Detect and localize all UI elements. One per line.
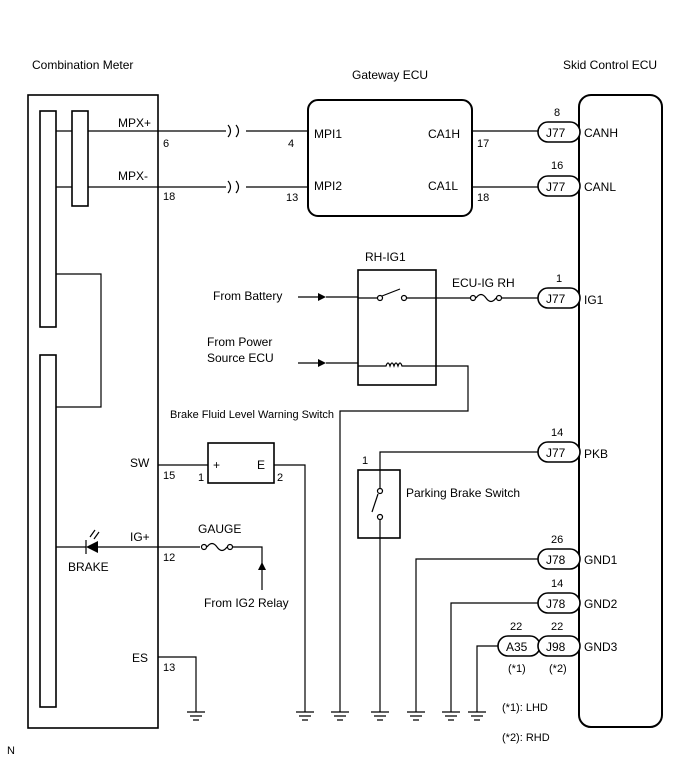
skid-control-ecu-title: Skid Control ECU: [563, 58, 657, 72]
ground-symbol-gnd2: [442, 711, 460, 721]
relay-coil-icon: [380, 362, 410, 368]
meter-sw-label: SW: [130, 456, 150, 470]
meter-mpx-minus-label: MPX-: [118, 169, 148, 183]
skid-ig1-label: IG1: [584, 293, 604, 307]
brake-fluid-switch-label: Brake Fluid Level Warning Switch: [170, 409, 334, 421]
connector-j77-ig1-label: J77: [546, 292, 566, 306]
meter-ig-plus-pin: 12: [163, 552, 175, 564]
skid-canh-pin: 8: [554, 107, 560, 119]
fuse-gauge-label: GAUGE: [198, 522, 241, 536]
gateway-ecu-title: Gateway ECU: [352, 68, 428, 82]
from-battery-label: From Battery: [213, 289, 282, 303]
brake-switch-plus: +: [213, 458, 220, 472]
legend-rhd: (*2): RHD: [502, 732, 550, 744]
gateway-mpi2-label: MPI2: [314, 179, 342, 193]
meter-mpx-module: [71, 110, 89, 207]
gateway-mpi2-pin: 13: [286, 192, 298, 204]
fuse-gauge-icon: [200, 542, 234, 552]
meter-mpx-plus-label: MPX+: [118, 116, 151, 130]
ground-symbol-relay-coil: [331, 711, 349, 721]
parking-brake-switch-label: Parking Brake Switch: [406, 486, 520, 500]
combination-meter-title: Combination Meter: [32, 58, 133, 72]
gnd3-a35-pin: 22: [510, 621, 522, 633]
skid-ig1-pin: 1: [556, 273, 562, 285]
relay-switch-icon: [376, 288, 408, 302]
brake-switch-pin2: 2: [277, 472, 283, 484]
meter-sw-pin: 15: [163, 470, 175, 482]
brake-switch-e: E: [257, 458, 265, 472]
gateway-ca1l-pin: 18: [477, 192, 489, 204]
ground-symbol-gnd3: [468, 711, 486, 721]
gateway-ecu-box: [307, 99, 473, 217]
connector-j77-canl: [537, 175, 581, 197]
ground-symbol-brake-switch: [296, 711, 314, 721]
connector-j98-label: J98: [546, 640, 566, 654]
ground-symbol-parking-brake: [371, 711, 389, 721]
wire-break-mark-upper: [227, 124, 240, 138]
gateway-mpi1-pin: 4: [288, 138, 294, 150]
connector-j77-canh-label: J77: [546, 126, 566, 140]
meter-es-pin: 13: [163, 662, 175, 674]
from-ig2-relay-label: From IG2 Relay: [204, 596, 289, 610]
skid-gnd3-pin: 22: [551, 621, 563, 633]
brake-switch-pin1: 1: [198, 472, 204, 484]
gnd3-note-lhd: (*1): [508, 663, 526, 675]
connector-j77-canl-label: J77: [546, 180, 566, 194]
skid-canh-label: CANH: [584, 126, 618, 140]
skid-control-ecu-box: [578, 94, 663, 728]
parking-brake-switch-box: [357, 469, 401, 539]
gateway-ca1h-pin: 17: [477, 138, 489, 150]
skid-pkb-label: PKB: [584, 447, 608, 461]
skid-pkb-pin: 14: [551, 427, 563, 439]
wire-break-mark-lower: [227, 180, 240, 194]
brake-led-icon: [56, 529, 158, 554]
connector-j78-gnd1-label: J78: [546, 553, 566, 567]
fuse-ecu-ig-label: ECU-IG RH: [452, 276, 515, 290]
ground-symbol-gnd1: [407, 711, 425, 721]
gateway-ca1h-label: CA1H: [428, 127, 460, 141]
skid-gnd3-label: GND3: [584, 640, 618, 654]
skid-gnd2-label: GND2: [584, 597, 618, 611]
legend-lhd: (*1): LHD: [502, 702, 548, 714]
fuse-ecu-ig-icon: [469, 293, 503, 303]
meter-inner-bar-upper: [39, 110, 57, 328]
connector-j78-gnd2-label: J78: [546, 597, 566, 611]
connector-a35-label: A35: [506, 640, 528, 654]
meter-ig-plus-label: IG+: [130, 530, 150, 544]
skid-canl-label: CANL: [584, 180, 616, 194]
relay-label: RH-IG1: [365, 250, 406, 264]
brake-lamp-label: BRAKE: [68, 560, 109, 574]
skid-canl-pin: 16: [551, 160, 563, 172]
meter-mpx-plus-pin: 6: [163, 138, 169, 150]
gnd3-note-rhd: (*2): [549, 663, 567, 675]
gateway-mpi1-label: MPI1: [314, 127, 342, 141]
skid-gnd1-label: GND1: [584, 553, 618, 567]
connector-j77-pkb-label: J77: [546, 446, 566, 460]
from-power-label-1: From Power: [207, 335, 272, 349]
parking-brake-switch-icon: [371, 487, 384, 521]
skid-gnd2-pin: 14: [551, 578, 563, 590]
skid-gnd1-pin: 26: [551, 534, 563, 546]
meter-inner-bar-lower: [39, 354, 57, 708]
meter-mpx-minus-pin: 18: [163, 191, 175, 203]
connector-j98-gnd3: [537, 635, 581, 657]
relay-rh-ig1-box: [357, 269, 437, 386]
ground-symbol-es: [187, 711, 205, 721]
brake-fluid-switch-box: [207, 442, 275, 484]
meter-es-label: ES: [132, 651, 148, 665]
from-power-label-2: Source ECU: [207, 351, 274, 365]
connector-j77-canh: [537, 121, 581, 143]
corner-mark: N: [7, 745, 15, 757]
pkb-switch-pin1: 1: [362, 455, 368, 467]
gateway-ca1l-label: CA1L: [428, 179, 458, 193]
